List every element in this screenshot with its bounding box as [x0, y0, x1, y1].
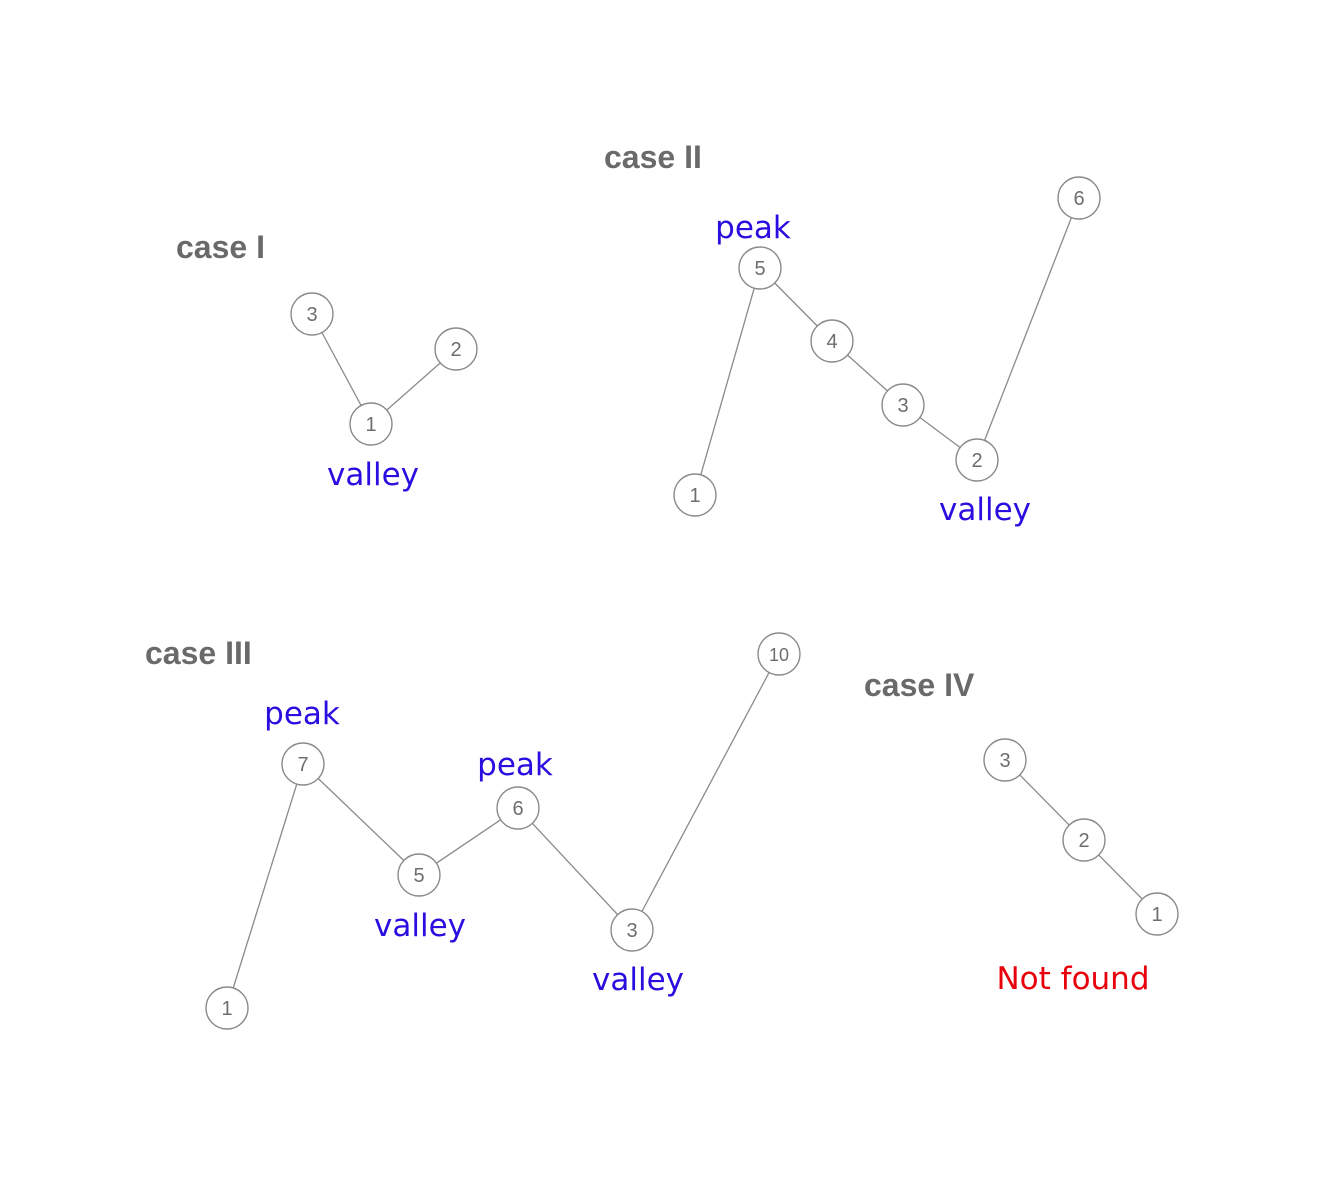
node-label: 1	[1151, 904, 1162, 926]
edge-line	[774, 282, 818, 327]
node-label: 1	[221, 998, 232, 1020]
edge-line	[232, 783, 298, 989]
node-circle	[738, 246, 782, 290]
valley-annotation: valley	[374, 908, 466, 944]
edge-line	[1098, 854, 1143, 900]
peak-annotation: peak	[264, 696, 340, 732]
case-title: case IV	[864, 667, 975, 703]
node-circle	[1135, 892, 1179, 936]
node-label: 5	[413, 865, 424, 887]
edge-line	[436, 819, 501, 864]
edge-line	[1019, 774, 1070, 826]
node-label: 2	[971, 450, 982, 472]
valley-annotation: valley	[592, 962, 684, 998]
node-label: 3	[897, 395, 908, 417]
edge-line	[919, 416, 961, 449]
edge-line	[847, 354, 888, 392]
node-label: 3	[999, 750, 1010, 772]
valley-annotation: valley	[327, 457, 419, 493]
not-found-annotation: Not found	[996, 961, 1149, 997]
node-label: 6	[1073, 188, 1084, 210]
node-circle	[673, 473, 717, 517]
node-circle	[881, 383, 925, 427]
node-circle	[1062, 818, 1106, 862]
node-label: 7	[297, 754, 308, 776]
edge-line	[321, 332, 362, 406]
peak-annotation: peak	[715, 210, 791, 246]
edge-line	[700, 288, 755, 475]
node-circle	[1057, 176, 1101, 220]
node-label: 10	[769, 645, 789, 665]
node-label: 2	[450, 339, 461, 361]
node-label: 3	[626, 920, 637, 942]
node-label: 4	[826, 331, 837, 353]
case-group: case III 1 7 5 6 3 10 peak valley peak valley	[145, 632, 801, 1030]
case-group: case II 1 5 4 3 2 6 peak valley	[604, 139, 1101, 528]
edge-line	[641, 672, 770, 912]
valley-annotation: valley	[939, 492, 1031, 528]
peak-annotation: peak	[477, 747, 553, 783]
node-circle	[205, 986, 249, 1030]
node-circle	[349, 402, 393, 446]
node-label: 2	[1078, 830, 1089, 852]
edge-line	[531, 822, 619, 916]
node-label: 3	[306, 304, 317, 326]
node-circle	[496, 786, 540, 830]
node-circle	[757, 632, 801, 676]
node-circle	[955, 438, 999, 482]
node-circle	[434, 327, 478, 371]
case-title: case II	[604, 139, 702, 175]
node-circle	[810, 319, 854, 363]
edge-line	[386, 362, 441, 411]
case-title: case I	[176, 229, 265, 265]
node-circle	[290, 292, 334, 336]
node-circle	[610, 908, 654, 952]
node-circle	[281, 742, 325, 786]
node-circle	[983, 738, 1027, 782]
node-label: 1	[689, 485, 700, 507]
edge-line	[983, 217, 1073, 441]
node-label: 5	[754, 258, 765, 280]
node-circle	[397, 853, 441, 897]
case-title: case III	[145, 635, 252, 671]
node-label: 6	[512, 798, 523, 820]
edge-line	[317, 778, 405, 861]
node-label: 1	[365, 414, 376, 436]
case-group: case I 3 1 2 valley	[176, 229, 478, 493]
